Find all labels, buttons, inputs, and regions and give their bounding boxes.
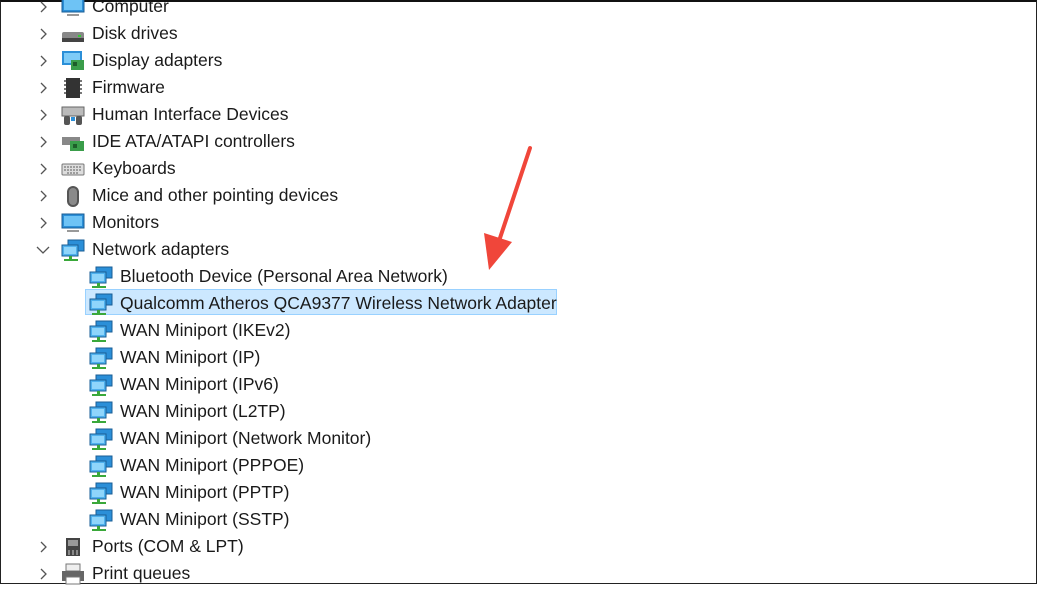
ide-controller-icon bbox=[61, 131, 85, 153]
network-adapter-icon bbox=[89, 509, 113, 531]
network-adapter-icon bbox=[89, 482, 113, 504]
tree-item-label: WAN Miniport (SSTP) bbox=[120, 509, 290, 529]
chevron-right-icon[interactable] bbox=[36, 540, 50, 554]
chevron-right-icon[interactable] bbox=[36, 81, 50, 95]
tree-item-label: Ports (COM & LPT) bbox=[92, 536, 244, 556]
chevron-right-icon[interactable] bbox=[36, 189, 50, 203]
tree-category[interactable]: Ports (COM & LPT) bbox=[36, 533, 244, 560]
firmware-chip-icon bbox=[61, 77, 85, 99]
tree-item-label: WAN Miniport (IKEv2) bbox=[120, 320, 291, 340]
chevron-down-icon[interactable] bbox=[36, 243, 50, 257]
network-adapter-icon bbox=[89, 320, 113, 342]
display-adapter-icon bbox=[61, 50, 85, 72]
chevron-right-icon[interactable] bbox=[36, 567, 50, 581]
tree-category[interactable]: Firmware bbox=[36, 74, 165, 101]
tree-item-label: WAN Miniport (PPTP) bbox=[120, 482, 290, 502]
printer-icon bbox=[61, 563, 85, 585]
tree-category[interactable]: Mice and other pointing devices bbox=[36, 182, 338, 209]
tree-item-label: Computer bbox=[92, 0, 169, 16]
tree-category[interactable]: IDE ATA/ATAPI controllers bbox=[36, 128, 295, 155]
tree-category[interactable]: Human Interface Devices bbox=[36, 101, 288, 128]
monitor-icon bbox=[61, 212, 85, 234]
tree-category[interactable]: Disk drives bbox=[36, 20, 178, 47]
tree-item-label: WAN Miniport (IPv6) bbox=[120, 374, 279, 394]
mouse-icon bbox=[61, 185, 85, 207]
hid-icon bbox=[61, 104, 85, 126]
tree-item-selected[interactable]: Qualcomm Atheros QCA9377 Wireless Networ… bbox=[89, 290, 557, 317]
tree-item[interactable]: WAN Miniport (L2TP) bbox=[89, 398, 286, 425]
selection-highlight bbox=[85, 289, 557, 315]
tree-category[interactable]: Monitors bbox=[36, 209, 159, 236]
tree-item-label: Human Interface Devices bbox=[92, 104, 289, 124]
tree-item-label: Firmware bbox=[92, 77, 165, 97]
tree-item[interactable]: WAN Miniport (IKEv2) bbox=[89, 317, 291, 344]
computer-icon bbox=[61, 0, 85, 18]
tree-category[interactable]: Print queues bbox=[36, 560, 190, 587]
network-adapter-icon bbox=[89, 293, 113, 315]
tree-item-label: WAN Miniport (PPPOE) bbox=[120, 455, 305, 475]
tree-item-label: WAN Miniport (Network Monitor) bbox=[120, 428, 372, 448]
port-icon bbox=[61, 536, 85, 558]
tree-item-label: Monitors bbox=[92, 212, 160, 232]
tree-item[interactable]: WAN Miniport (IPv6) bbox=[89, 371, 279, 398]
tree-category[interactable]: Computer bbox=[36, 0, 169, 20]
network-adapter-icon bbox=[89, 455, 113, 477]
tree-item[interactable]: WAN Miniport (SSTP) bbox=[89, 506, 290, 533]
network-adapter-icon bbox=[89, 401, 113, 423]
tree-item-label: Qualcomm Atheros QCA9377 Wireless Networ… bbox=[120, 293, 557, 313]
tree-item-label: Network adapters bbox=[92, 239, 230, 259]
tree-item-label: WAN Miniport (IP) bbox=[120, 347, 261, 367]
chevron-right-icon[interactable] bbox=[36, 108, 50, 122]
chevron-right-icon[interactable] bbox=[36, 135, 50, 149]
network-adapter-icon bbox=[89, 374, 113, 396]
tree-category[interactable]: Keyboards bbox=[36, 155, 176, 182]
tree-item-label: Display adapters bbox=[92, 50, 223, 70]
tree-item[interactable]: WAN Miniport (PPPOE) bbox=[89, 452, 304, 479]
chevron-right-icon[interactable] bbox=[36, 27, 50, 41]
tree-item-label: Keyboards bbox=[92, 158, 176, 178]
network-adapter-icon bbox=[89, 347, 113, 369]
tree-item[interactable]: WAN Miniport (IP) bbox=[89, 344, 260, 371]
tree-item-label: Disk drives bbox=[92, 23, 178, 43]
chevron-right-icon[interactable] bbox=[36, 216, 50, 230]
tree-category[interactable]: Display adapters bbox=[36, 47, 222, 74]
tree-item[interactable]: WAN Miniport (Network Monitor) bbox=[89, 425, 371, 452]
tree-item-label: WAN Miniport (L2TP) bbox=[120, 401, 286, 421]
tree-category-network-adapters[interactable]: Network adapters bbox=[36, 236, 229, 263]
tree-item-label: Bluetooth Device (Personal Area Network) bbox=[120, 266, 448, 286]
network-adapter-icon bbox=[89, 266, 113, 288]
tree-item-label: Print queues bbox=[92, 563, 191, 583]
chevron-right-icon[interactable] bbox=[36, 54, 50, 68]
tree-item[interactable]: Bluetooth Device (Personal Area Network) bbox=[89, 263, 448, 290]
disk-drive-icon bbox=[61, 23, 85, 45]
tree-item-label: IDE ATA/ATAPI controllers bbox=[92, 131, 295, 151]
keyboard-icon bbox=[61, 158, 85, 180]
network-adapter-icon bbox=[89, 428, 113, 450]
network-adapter-icon bbox=[61, 239, 85, 261]
chevron-right-icon[interactable] bbox=[36, 0, 50, 14]
tree-item[interactable]: WAN Miniport (PPTP) bbox=[89, 479, 290, 506]
tree-item-label: Mice and other pointing devices bbox=[92, 185, 339, 205]
chevron-right-icon[interactable] bbox=[36, 162, 50, 176]
